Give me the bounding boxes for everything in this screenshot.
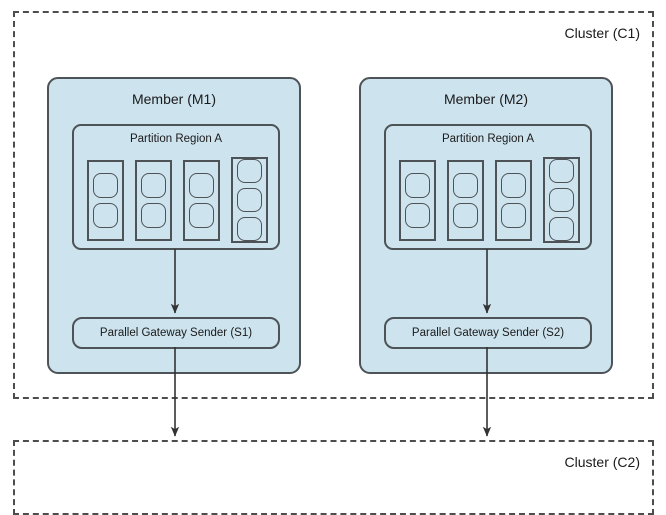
bucket-entry	[549, 159, 574, 183]
partition-region-m1-title: Partition Region A	[129, 133, 223, 145]
bucket[interactable]	[183, 160, 220, 241]
member-m1-title: Member (M1)	[131, 91, 216, 107]
cluster-c1: Cluster (C1)	[13, 11, 654, 399]
bucket-entry	[453, 173, 478, 198]
gateway-sender-s2-label: Parallel Gateway Sender (S2)	[411, 327, 565, 339]
diagram-canvas: Cluster (C1) Member (M1) Partition Regio…	[13, 11, 654, 515]
bucket-entry	[405, 203, 430, 228]
bucket[interactable]	[543, 157, 580, 243]
member-m1[interactable]: Member (M1) Partition Region A	[47, 77, 301, 374]
bucket-entry	[141, 173, 166, 198]
bucket-row-m1	[85, 154, 271, 246]
bucket-entry	[237, 188, 262, 212]
bucket-entry	[189, 203, 214, 228]
cluster-c2: Cluster (C2)	[13, 440, 654, 515]
bucket-entry	[501, 173, 526, 198]
bucket-entry	[549, 217, 574, 241]
partition-region-m2-title: Partition Region A	[441, 133, 535, 145]
gateway-sender-s1-label: Parallel Gateway Sender (S1)	[99, 327, 253, 339]
partition-region-m2[interactable]: Partition Region A	[384, 124, 592, 250]
member-m2[interactable]: Member (M2) Partition Region A	[359, 77, 613, 374]
bucket-entry	[189, 173, 214, 198]
bucket-entry	[549, 188, 574, 212]
bucket-entry	[237, 217, 262, 241]
bucket-entry	[141, 203, 166, 228]
bucket-entry	[501, 203, 526, 228]
gateway-sender-s1[interactable]: Parallel Gateway Sender (S1)	[72, 317, 280, 349]
bucket[interactable]	[135, 160, 172, 241]
bucket[interactable]	[447, 160, 484, 241]
gateway-sender-s2[interactable]: Parallel Gateway Sender (S2)	[384, 317, 592, 349]
bucket-entry	[453, 203, 478, 228]
bucket[interactable]	[495, 160, 532, 241]
bucket-entry	[237, 159, 262, 183]
bucket-row-m2	[397, 154, 583, 246]
bucket-entry	[93, 173, 118, 198]
partition-region-m1[interactable]: Partition Region A	[72, 124, 280, 250]
bucket[interactable]	[399, 160, 436, 241]
cluster-c2-label: Cluster (C2)	[564, 454, 640, 470]
bucket-entry	[93, 203, 118, 228]
bucket[interactable]	[231, 157, 268, 243]
member-m2-title: Member (M2)	[443, 91, 528, 107]
bucket-entry	[405, 173, 430, 198]
bucket[interactable]	[87, 160, 124, 241]
cluster-c1-label: Cluster (C1)	[564, 25, 640, 41]
